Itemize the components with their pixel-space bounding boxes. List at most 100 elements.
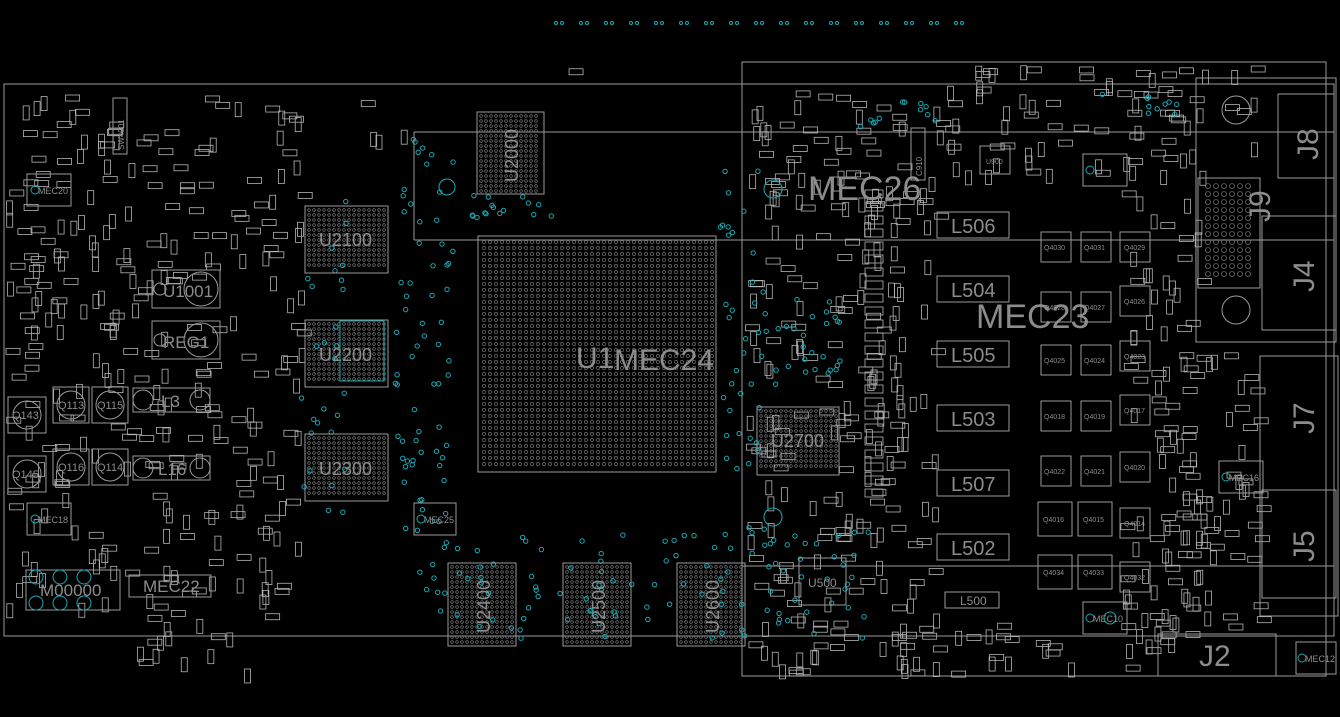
- u900: U900 C910: [910, 127, 1011, 181]
- j9-label: J9: [1244, 190, 1277, 222]
- mec24-label: MEC24: [614, 344, 714, 377]
- mosfet-array: Q4030 Q4031 Q4029 Q4028 Q4027 Q4026 Q402…: [1037, 231, 1151, 593]
- bga-u1: [482, 240, 714, 466]
- q-left-group: Q143 Q113 Q115 Q145 Q116 Q114: [7, 386, 129, 493]
- mec10-label: MEC10: [1093, 614, 1123, 624]
- m00000-label: M00000: [40, 581, 101, 600]
- connector-j9: J9: [1197, 177, 1277, 289]
- mec10: MEC10: [1082, 601, 1128, 635]
- chip-u2200: U2200: [304, 319, 389, 388]
- sw4001-label: SW4001: [117, 119, 126, 150]
- mec12-label: MEC12: [1305, 654, 1335, 664]
- mec23-label: MEC23: [976, 298, 1089, 336]
- chip-u500: U500: [798, 557, 847, 606]
- mec16-label: MEC16: [1229, 473, 1259, 483]
- j2-label: J2: [1199, 640, 1231, 673]
- chip-u2700: U2700: [756, 406, 840, 476]
- q4029-label: Q4029: [1124, 245, 1145, 252]
- reg1: REG1: [151, 320, 221, 360]
- q4025-label: Q4025: [1044, 358, 1065, 365]
- q4032-label: Q4032: [1124, 575, 1145, 582]
- u900-label: U900: [986, 159, 1003, 166]
- q113-label: Q113: [58, 400, 84, 412]
- l504-label: L504: [951, 280, 996, 302]
- m00000: M00000: [25, 569, 121, 611]
- l507-label: L507: [951, 474, 996, 496]
- chip-u2000-label: U2000: [502, 129, 522, 182]
- q4014-label: Q4014: [1124, 521, 1145, 528]
- q4018-label: Q4018: [1044, 414, 1065, 421]
- sw4001: SW4001: [112, 97, 128, 155]
- mec25: MEC25: [413, 502, 457, 536]
- u1001-label: U1001: [163, 282, 213, 301]
- chip-u2300-label: U2300: [319, 459, 372, 479]
- chip-u2100: U2100: [304, 205, 389, 274]
- bga-u2000: [479, 114, 538, 193]
- q4028-label: Q4028: [1044, 305, 1065, 312]
- chip-u2000: U2000: [476, 111, 545, 195]
- mec20-label: MEC20: [38, 186, 68, 196]
- chip-u2400: U2400: [447, 562, 517, 647]
- inductor-column: L506 L504 L505 L503 L507 L502 L500: [936, 211, 1010, 609]
- q4020-label: Q4020: [1124, 465, 1145, 472]
- mec18-label: MEC18: [38, 515, 68, 525]
- q4017-label: Q4017: [1124, 408, 1145, 415]
- chip-u1: U1 MEC24: [477, 235, 717, 473]
- q4019-label: Q4019: [1084, 414, 1105, 421]
- mec16: MEC16: [1218, 460, 1264, 494]
- q143-label: Q143: [12, 410, 39, 422]
- l506-label: L506: [951, 216, 996, 238]
- u500-label: U500: [808, 576, 837, 590]
- chip-u2600-label: U2600: [703, 580, 723, 633]
- l500-label: L500: [960, 594, 987, 608]
- chip-u2500-label: U2500: [589, 580, 609, 633]
- q4033-label: Q4033: [1083, 570, 1104, 577]
- u1001: U1001: [151, 269, 221, 309]
- j4-label: J4: [1288, 260, 1321, 292]
- chip-u2700-label: U2700: [771, 431, 824, 451]
- mec20: MEC20: [26, 173, 72, 207]
- chip-u2400-label: U2400: [474, 580, 494, 633]
- l3: L3: [132, 387, 211, 413]
- bga-u2300: [307, 436, 386, 495]
- mec18: MEC18: [26, 502, 72, 536]
- chip-u1-label: U1: [576, 342, 614, 375]
- mec12: MEC12: [1295, 641, 1337, 675]
- bga-u2700: [759, 409, 838, 468]
- bga-u2100: [307, 208, 386, 267]
- q4026-label: Q4026: [1124, 299, 1145, 306]
- mec22-label: MEC22: [143, 577, 200, 596]
- conn-j9-pins: [1205, 183, 1251, 277]
- l16: L16: [132, 455, 211, 481]
- chip-u2500: U2500: [562, 562, 632, 647]
- j8-label: J8: [1292, 128, 1325, 160]
- l3-label: L3: [161, 392, 180, 411]
- connector-j5: J5: [1261, 489, 1337, 599]
- mec25-label: MEC25: [424, 515, 454, 525]
- chip-u2600: U2600: [676, 562, 746, 647]
- l16-label: L16: [158, 460, 186, 479]
- mec26-label: MEC26: [808, 170, 921, 208]
- bga-u2600: [679, 565, 743, 644]
- q4030-label: Q4030: [1044, 245, 1065, 252]
- chip-u2100-label: U2100: [319, 230, 372, 250]
- q4034-label: Q4034: [1043, 570, 1064, 577]
- q4015-label: Q4015: [1083, 517, 1104, 524]
- q115-label: Q115: [97, 400, 123, 412]
- connector-j8: J8: [1221, 93, 1335, 179]
- q145-label: Q145: [12, 469, 39, 481]
- q4022-label: Q4022: [1044, 469, 1065, 476]
- mec23-small: [1082, 153, 1128, 187]
- reg1-label: REG1: [163, 333, 209, 352]
- q4024-label: Q4024: [1084, 358, 1105, 365]
- l503-label: L503: [951, 409, 996, 431]
- connector-j7: J7: [1288, 402, 1321, 434]
- mec22: MEC22: [128, 574, 212, 598]
- connector-j2: J2: [1157, 633, 1277, 677]
- l505-label: L505: [951, 345, 996, 367]
- q116-label: Q116: [58, 462, 84, 474]
- l502-label: L502: [951, 538, 996, 560]
- q4021-label: Q4021: [1084, 469, 1105, 476]
- c910-label: C910: [915, 156, 924, 176]
